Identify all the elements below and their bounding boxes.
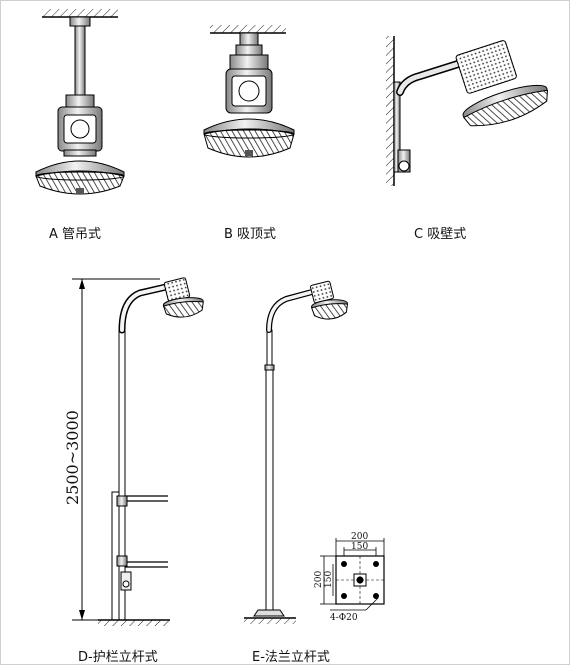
caption-a: A 管吊式 [49, 227, 102, 242]
shade-e [311, 303, 349, 320]
shade-a [35, 170, 125, 195]
lamp-a-pipe-pendant [35, 9, 125, 195]
flange-width-inner: 150 [351, 542, 368, 552]
flange-width-outer: 200 [351, 532, 368, 542]
lamp-d-rail-pole: 2500~3000 [63, 277, 204, 626]
ceiling-hatch-b [210, 25, 286, 33]
flange-height-inner: 150 [324, 571, 334, 588]
wall-hatch-c [386, 36, 394, 186]
shade-d [162, 300, 204, 318]
caption-e: E-法兰立杆式 [252, 650, 330, 665]
shade-b [203, 128, 295, 158]
lamp-e-flange-pole [244, 280, 349, 624]
height-dimension-label: 2500~3000 [63, 410, 82, 505]
lamp-c-wall-mount [386, 36, 549, 186]
ground-hatch-d [98, 620, 170, 626]
ground-hatch-e [244, 618, 296, 624]
driver-box-c [455, 40, 517, 94]
lamp-b-ceiling-mount [203, 25, 295, 158]
bolt-hole [341, 561, 347, 567]
pole-e-lower [265, 367, 274, 617]
flange-height-outer: 200 [314, 571, 324, 588]
suspension-pipe [74, 25, 86, 97]
wall-bracket [393, 81, 401, 173]
bolt-hole [341, 593, 347, 599]
caption-c: C 吸壁式 [414, 227, 467, 242]
shade-c [462, 89, 549, 127]
bolt-hole [373, 561, 379, 567]
flange-plate-detail: 200 150 200 150 4-Φ20 [314, 532, 385, 623]
ceiling-hatch-a [42, 9, 118, 17]
bolt-hole-label: 4-Φ20 [330, 613, 358, 623]
caption-b: B 吸顶式 [224, 227, 277, 242]
caption-d: D-护栏立杆式 [78, 650, 158, 665]
bolt-hole [373, 593, 379, 599]
